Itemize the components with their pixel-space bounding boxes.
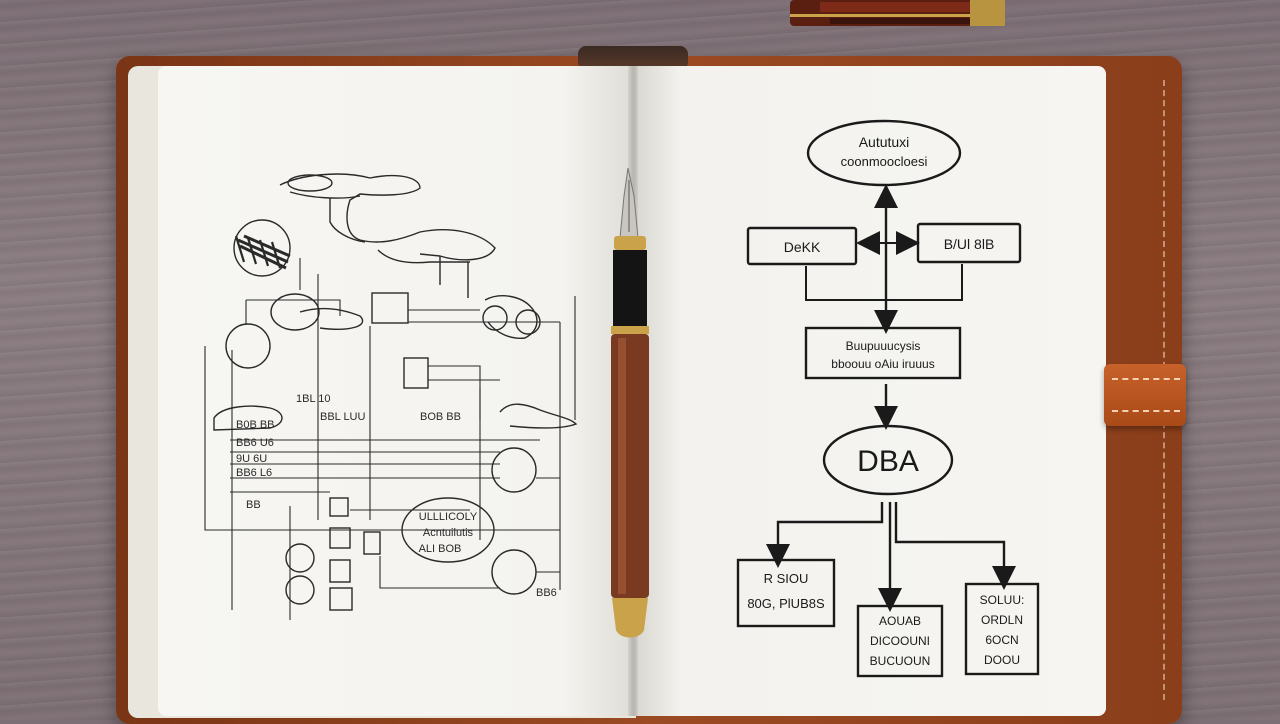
- schematic-circle-note: ULLLICOLY Acntuilutis ALI BOB: [419, 511, 478, 555]
- bottom-middle-line: DICOOUNI: [870, 634, 930, 648]
- center-node-label: DBA: [857, 445, 919, 478]
- circle-note-line: ULLLICOLY: [419, 511, 478, 523]
- scribble-label: 9U 6U: [236, 453, 267, 465]
- scribble-label: B0B BB: [236, 419, 275, 431]
- flowchart-text: Aututuxi coonmoocloesi DeKK B/Ul 8lB Buu…: [747, 134, 1024, 668]
- fountain-pen: [611, 167, 649, 638]
- connector: [894, 502, 1016, 590]
- bottom-left-line: R SIOU: [764, 571, 809, 586]
- top-node-ellipse: [806, 119, 962, 187]
- top-node-line: Aututuxi: [859, 134, 910, 150]
- flowchart: [736, 119, 1040, 678]
- circle-note-line: Acntuilutis: [423, 527, 474, 539]
- bottom-middle-line: BUCUOUN: [870, 654, 931, 668]
- scribble-label: BB6: [536, 587, 557, 599]
- left-page: [158, 66, 636, 716]
- connector: [805, 264, 963, 301]
- middle-box-line: bboouu oAiu iruuus: [831, 357, 934, 371]
- bottom-right-line: SOLUU:: [980, 593, 1025, 607]
- bottom-left-frame: [736, 558, 836, 628]
- bottom-right-line: DOOU: [984, 653, 1020, 667]
- top-node-line: coonmoocloesi: [841, 154, 928, 169]
- bottom-left-line: 80G, PlUB8S: [747, 596, 825, 611]
- scribble-label: BB: [246, 499, 261, 511]
- bottom-middle-line: AOUAB: [879, 614, 921, 628]
- right-box-label: B/Ul 8lB: [944, 236, 995, 252]
- bottom-right-line: 6OCN: [985, 633, 1018, 647]
- top-pen: [790, 0, 1005, 26]
- right-page: [634, 66, 1106, 716]
- circle-note-line: ALI BOB: [419, 543, 462, 555]
- left-box-label: DeKK: [784, 239, 821, 255]
- schematic-sketch: [204, 173, 578, 620]
- scribble-label: 1BL 10: [296, 393, 330, 405]
- connector: [766, 502, 884, 568]
- bottom-right-line: ORDLN: [981, 613, 1023, 627]
- scribble-label: BBL LUU: [320, 411, 366, 423]
- closure-strap: [1104, 364, 1186, 426]
- scribble-label: BB6 U6: [236, 437, 274, 449]
- middle-box-line: Buupuuucysis: [846, 339, 921, 353]
- scribble-label: BB6 L6: [236, 467, 272, 479]
- scribble-label: BOB BB: [420, 411, 461, 423]
- schematic-labels: 1BL 10 BBL LUU BOB BB B0B BB BB6 U6 9U 6…: [236, 393, 557, 599]
